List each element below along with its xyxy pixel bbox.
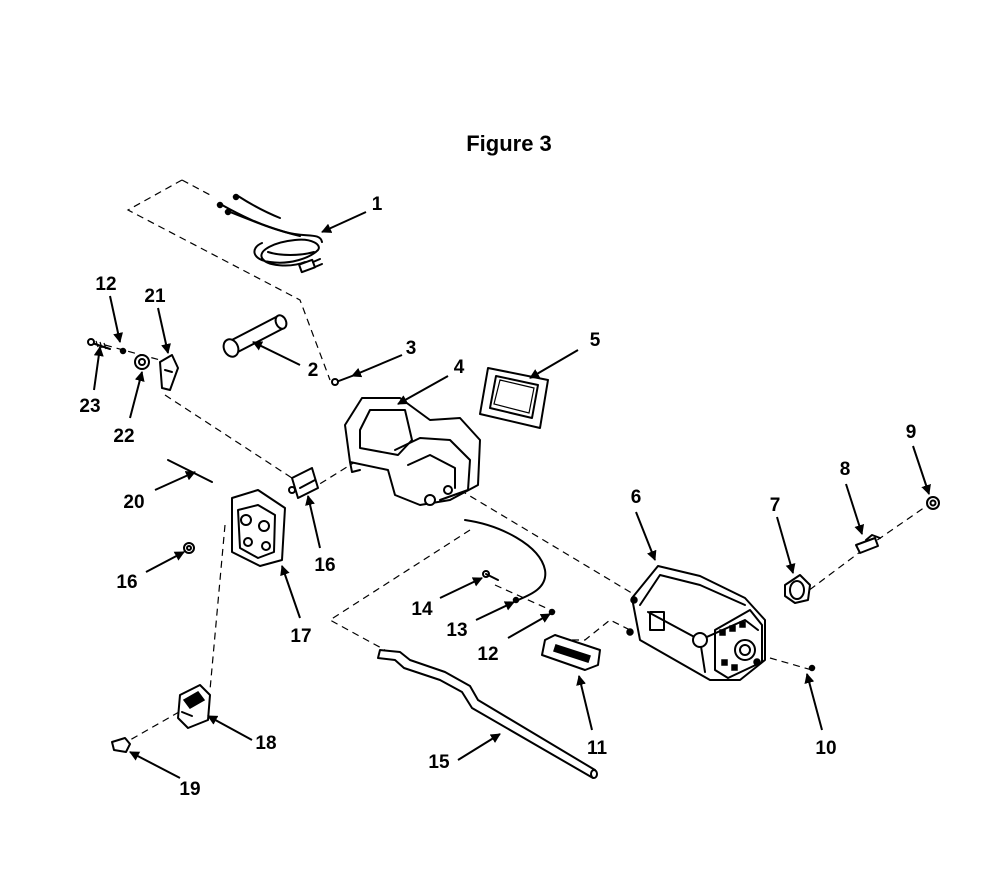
callout-23: 23 <box>79 396 100 417</box>
callout-2: 2 <box>308 360 319 381</box>
callout-20: 20 <box>123 492 144 513</box>
callout-16-right: 16 <box>314 555 335 576</box>
callout-1: 1 <box>372 194 383 215</box>
switch-box <box>288 467 319 499</box>
callout-16-left: 16 <box>116 572 137 593</box>
screw-small <box>331 375 353 386</box>
brush-clip <box>855 534 881 554</box>
pin-20 <box>167 459 213 483</box>
washer-16-left <box>183 542 195 554</box>
washer-12-right <box>548 608 556 616</box>
callout-6: 6 <box>631 487 642 508</box>
washer-22 <box>134 354 150 370</box>
callout-18: 18 <box>255 733 276 754</box>
motor <box>626 565 766 681</box>
callout-13: 13 <box>446 620 467 641</box>
callout-5: 5 <box>590 330 601 351</box>
callout-17: 17 <box>290 626 311 647</box>
callout-7: 7 <box>770 495 781 516</box>
figure-title: Figure 3 <box>466 131 552 156</box>
callout-10: 10 <box>815 738 836 759</box>
power-cord <box>216 193 323 274</box>
callout-21: 21 <box>144 286 166 307</box>
callout-22: 22 <box>113 426 134 447</box>
nut <box>926 496 940 510</box>
assembly-guide-lines <box>104 179 929 741</box>
nameplate <box>541 634 601 671</box>
filter-frame <box>479 367 549 429</box>
callout-4: 4 <box>454 357 465 378</box>
callout-3: 3 <box>406 338 417 359</box>
support-rod <box>377 649 598 779</box>
switch-key-19 <box>111 737 131 753</box>
callout-9: 9 <box>906 422 917 443</box>
callout-11: 11 <box>587 738 608 759</box>
callout-14: 14 <box>411 599 433 620</box>
screw-tiny <box>808 664 816 672</box>
washer-12-left <box>119 347 127 355</box>
motor-wire <box>464 519 547 601</box>
screw-14 <box>482 570 499 581</box>
callout-12-left: 12 <box>95 274 116 295</box>
callout-8: 8 <box>840 459 851 480</box>
bracket-21 <box>159 354 179 391</box>
callout-19: 19 <box>179 779 200 800</box>
callout-12-right: 12 <box>477 644 498 665</box>
leader-arrows <box>93 211 931 779</box>
motor-end-cap <box>784 574 811 604</box>
switch-housing-18 <box>177 684 211 729</box>
housing-cover <box>344 397 481 506</box>
callout-labels: 1 2 3 4 5 6 7 8 9 10 11 12 13 14 15 16 1… <box>79 194 916 800</box>
tube-roller <box>222 314 288 358</box>
callout-15: 15 <box>428 752 450 773</box>
switch-bracket <box>231 489 286 567</box>
